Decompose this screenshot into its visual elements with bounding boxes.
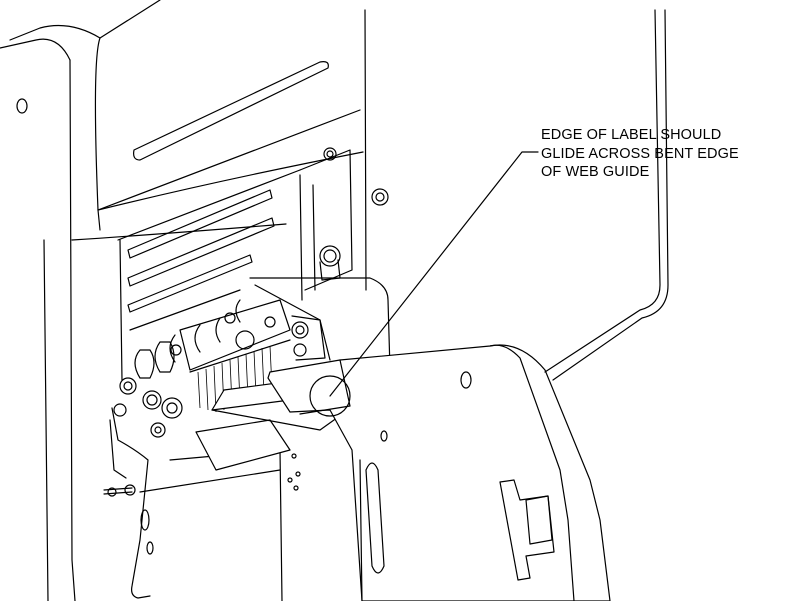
roller-assembly [134,299,326,413]
side-bracket [299,147,389,301]
top-slots [117,61,329,381]
callout-text: EDGE OF LABEL SHOULD GLIDE ACROSS BENT E… [541,126,786,182]
cabinet-edge [544,9,669,381]
callout-line-3: OF WEB GUIDE [541,164,650,180]
callout-line-1: EDGE OF LABEL SHOULD [541,127,722,143]
web-guide-plate [267,344,611,601]
highlight-circle [309,375,351,417]
printer-body [0,0,367,601]
left-rollers [103,377,183,599]
callout-leader [329,151,539,397]
callout-line-2: GLIDE ACROSS BENT EDGE [541,145,739,162]
